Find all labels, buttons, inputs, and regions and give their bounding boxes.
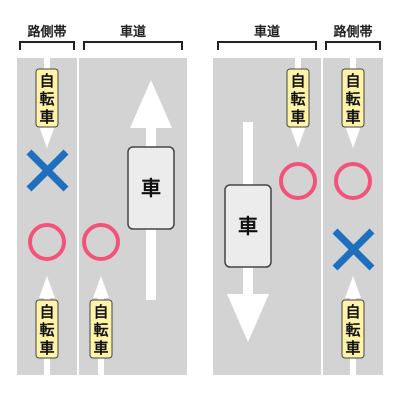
label-sidewalk-left: 路側帯 — [27, 24, 66, 40]
bracket-road-left — [83, 41, 183, 50]
bike-char-1: 自 — [39, 72, 54, 90]
bracket-road-right — [217, 41, 317, 50]
bike-char-2: 転 — [290, 90, 305, 108]
bike-char-1: 自 — [93, 303, 108, 321]
bike-tag-left-bottom: 自 転 車 — [35, 299, 59, 359]
bike-char-2: 転 — [39, 90, 54, 108]
car-left-label: 車 — [141, 176, 161, 200]
bike-char-1: 自 — [345, 303, 360, 321]
cross-left-icon — [26, 149, 69, 192]
bike-char-3: 車 — [39, 108, 54, 126]
bike-tag-road-right: 自 転 車 — [286, 68, 310, 128]
label-sidewalk-right: 路側帯 — [333, 24, 372, 40]
bike-tag-right-bottom: 自 転 車 — [341, 299, 365, 359]
car-right-label: 車 — [238, 214, 258, 238]
circle-right-sidewalk-icon — [334, 162, 372, 200]
bike-char-3: 車 — [345, 339, 360, 357]
bike-char-3: 車 — [290, 108, 305, 126]
bike-char-2: 転 — [345, 321, 360, 339]
bike-char-3: 車 — [93, 339, 108, 357]
label-road-left: 車道 — [120, 24, 146, 40]
bike-tag-road-left: 自 転 車 — [89, 299, 113, 359]
bike-tag-right-top: 自 転 車 — [341, 68, 365, 128]
bike-char-2: 転 — [39, 321, 54, 339]
bike-char-3: 車 — [39, 339, 54, 357]
edge-line-right — [321, 58, 323, 375]
bike-char-1: 自 — [290, 72, 305, 90]
edge-line-left — [77, 58, 79, 375]
bike-char-3: 車 — [345, 108, 360, 126]
circle-left-road-icon — [82, 223, 120, 261]
car-left: 車 — [127, 146, 175, 230]
car-right: 車 — [224, 184, 272, 268]
cross-right-icon — [332, 228, 375, 271]
bike-char-1: 自 — [345, 72, 360, 90]
bracket-sidewalk-left — [19, 41, 75, 50]
bike-char-1: 自 — [39, 303, 54, 321]
circle-left-sidewalk-icon — [28, 223, 66, 261]
label-road-right: 車道 — [254, 24, 280, 40]
bracket-sidewalk-right — [325, 41, 381, 50]
circle-right-road-icon — [279, 162, 317, 200]
bike-tag-left-top: 自 転 車 — [35, 68, 59, 128]
brackets — [19, 41, 381, 50]
bike-char-2: 転 — [345, 90, 360, 108]
bike-char-2: 転 — [93, 321, 108, 339]
